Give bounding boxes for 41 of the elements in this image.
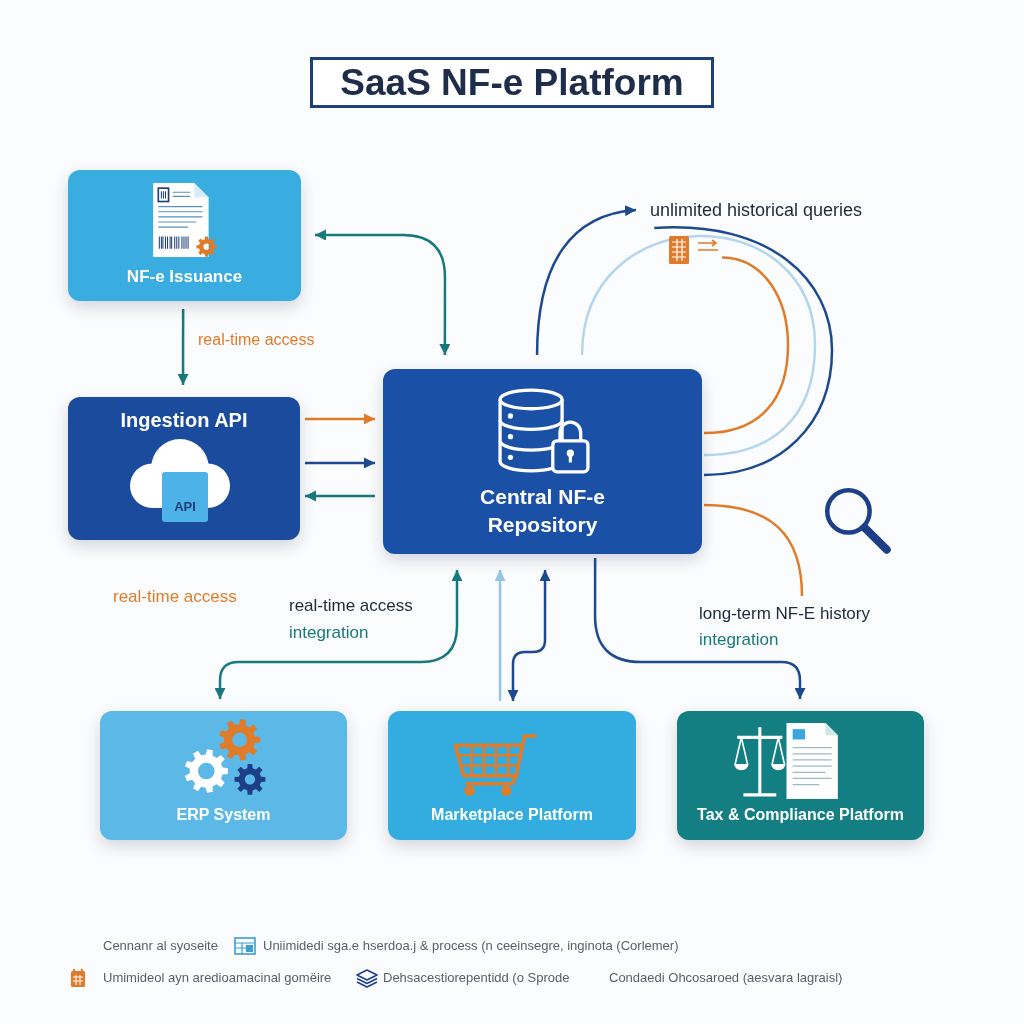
node-title: Ingestion API (120, 408, 248, 433)
annotation-text: real-time access (113, 587, 237, 607)
annotation-text: integration (289, 623, 369, 643)
connector-line (580, 235, 817, 457)
arrow (535, 205, 637, 356)
node-title: Tax & Compliance Platform (697, 805, 904, 825)
node-title: NF-e Issuance (126, 266, 243, 288)
arrow (177, 309, 189, 385)
annotation-text: integration (699, 630, 779, 650)
arrow (507, 570, 551, 701)
legend-text: Uniimidedi sga.e hserdoa.j & process (n ceeinsegre, inginota (Corlemer) (263, 938, 679, 954)
api-document-tag: API (162, 472, 208, 522)
node-title: Marketplace Platform (431, 805, 593, 825)
connector-line (703, 256, 790, 435)
arrow (214, 570, 463, 699)
connector-line (703, 503, 804, 597)
arrow (315, 229, 451, 355)
connector-line (654, 226, 834, 477)
arrow (305, 457, 375, 469)
node-title: Central NF-e Repository (479, 484, 606, 538)
edge-label: real-time access (198, 330, 315, 350)
process-box (68, 170, 301, 301)
arrow (305, 413, 375, 425)
annotation-text: unlimited historical queries (650, 198, 863, 222)
arrow (305, 490, 375, 502)
title: SaaS NF-e Platform (310, 57, 714, 108)
system-box (388, 711, 636, 840)
annotation-text: real-time access (289, 596, 413, 616)
legend-text: Condaedi Ohcosaroed (aesvara lagraisl) (609, 970, 843, 986)
spreadsheet-icon (668, 235, 720, 265)
legend-text: Dehsacestiorepentidd (o Sprode (383, 970, 570, 986)
legend-text: Umimideol ayn aredioamacinal gomëire (103, 970, 332, 986)
annotation-text: long-term NF-E history (699, 604, 870, 624)
legend-text: Cennanr al syoseite (103, 938, 218, 954)
arrow (494, 570, 506, 701)
arrow (593, 558, 806, 699)
system-box (100, 711, 347, 840)
system-box (677, 711, 924, 840)
node-title: ERP System (176, 805, 271, 825)
repository-box (383, 369, 702, 554)
process-box (68, 397, 300, 540)
